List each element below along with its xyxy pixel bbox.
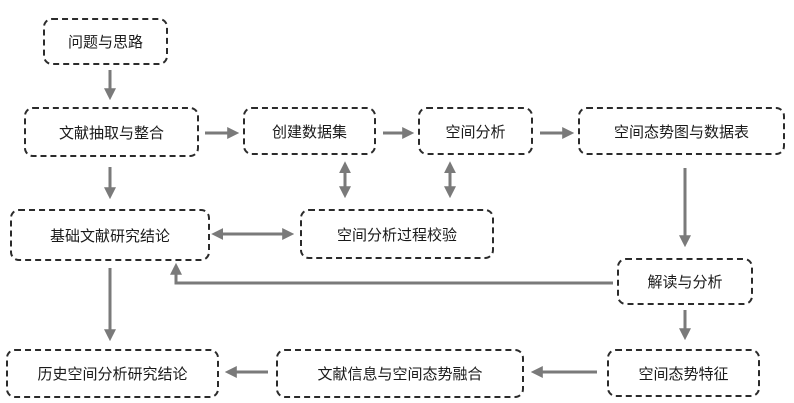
node-dataset: 创建数据集 [243,107,376,155]
node-maps-tables: 空间态势图与数据表 [578,107,785,155]
node-interpret: 解读与分析 [617,258,753,305]
node-validation: 空间分析过程校验 [300,209,494,259]
node-problem: 问题与思路 [43,18,168,65]
node-basic-conclusion: 基础文献研究结论 [10,209,210,261]
node-features: 空间态势特征 [607,349,760,397]
arrow-interpret-to-basic [170,262,613,285]
node-spatial-analysis: 空间分析 [418,107,533,155]
node-historical-conclusion: 历史空间分析研究结论 [6,349,219,398]
node-fusion: 文献信息与空间态势融合 [276,349,524,398]
node-extract: 文献抽取与整合 [24,107,199,157]
